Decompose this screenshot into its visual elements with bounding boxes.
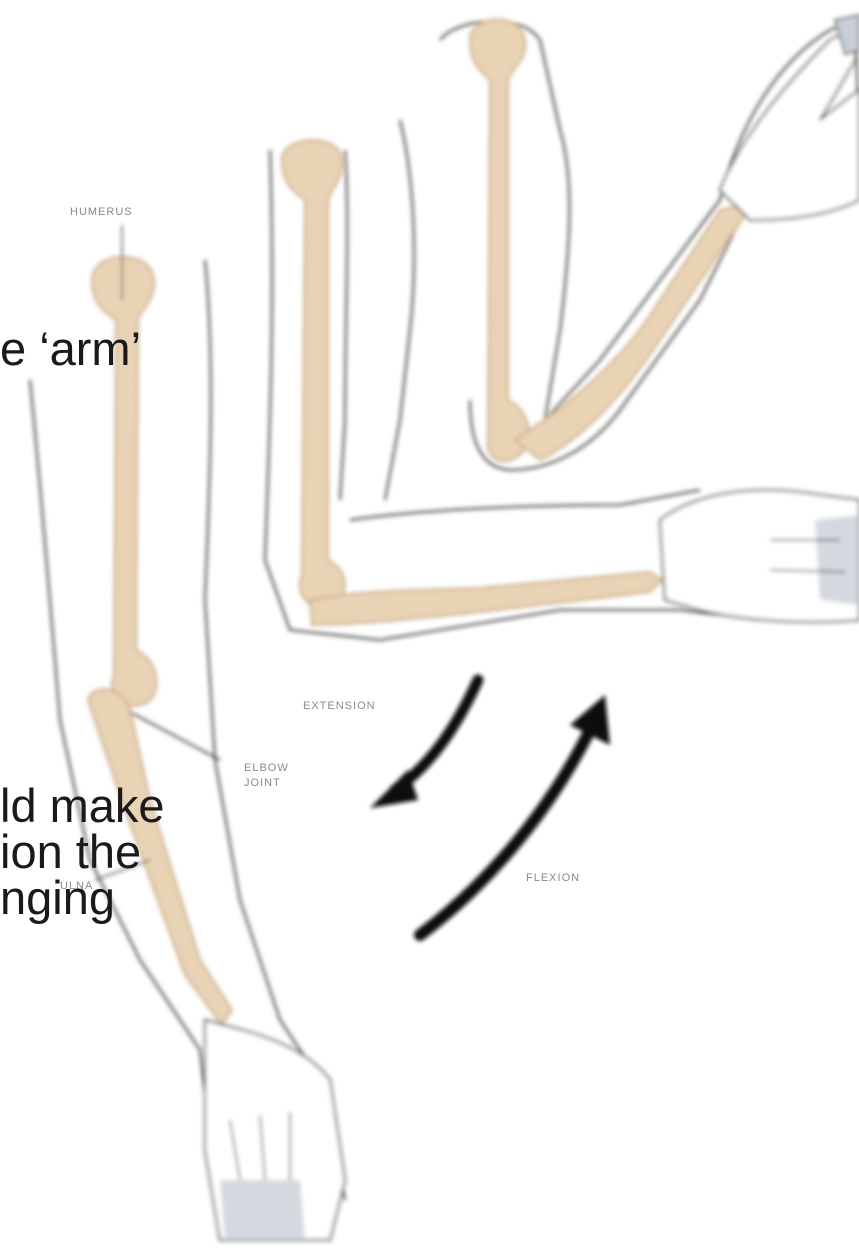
label-elbow-joint-line2: JOINT bbox=[244, 777, 281, 789]
horizontal-humerus-bone bbox=[282, 140, 345, 606]
flexed-humerus-bone bbox=[470, 19, 529, 461]
flexed-arm bbox=[385, 15, 859, 500]
label-elbow-joint-line1: ELBOW bbox=[244, 762, 289, 774]
slide-text-line-3: ion the bbox=[0, 829, 141, 875]
elbow-joint-pointer bbox=[130, 712, 220, 760]
horizontal-forearm-bone bbox=[310, 572, 662, 625]
flexed-radius-bone bbox=[515, 205, 745, 460]
label-extension: EXTENSION bbox=[303, 700, 376, 712]
slide-text-line-1: e ‘arm’ bbox=[0, 326, 141, 372]
slide-text-line-2: ld make bbox=[0, 783, 165, 829]
extension-arrow bbox=[370, 680, 478, 808]
slide-text-line-4: nging bbox=[0, 875, 115, 921]
label-flexion: FLEXION bbox=[526, 872, 580, 884]
hanging-arm bbox=[30, 225, 345, 1240]
label-humerus: HUMERUS bbox=[70, 206, 133, 218]
